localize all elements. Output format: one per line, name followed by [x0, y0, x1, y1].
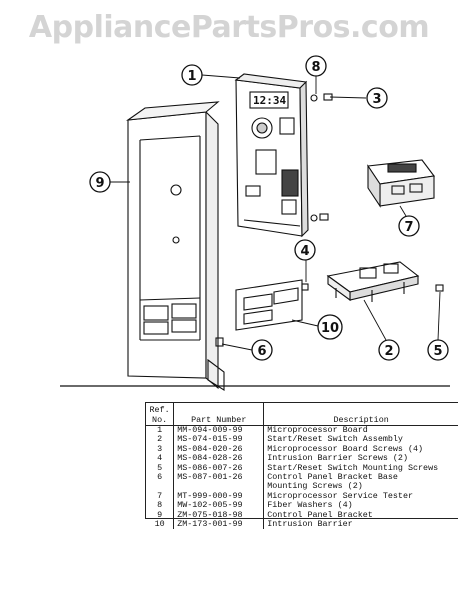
- microprocessor-board: [234, 73, 309, 238]
- callout-5: 5: [427, 339, 449, 361]
- callout-10: 10: [317, 314, 343, 340]
- svg-text:6: 6: [257, 344, 266, 359]
- part-number-header: Part Number: [173, 403, 265, 426]
- board-display-text: 12:34: [253, 94, 286, 107]
- description-header: Description: [263, 403, 458, 426]
- control-panel-bracket: [125, 101, 225, 391]
- svg-text:4: 4: [300, 244, 309, 259]
- start-reset-switch-assembly: [326, 261, 420, 302]
- svg-text:8: 8: [311, 60, 320, 75]
- svg-text:10: 10: [321, 321, 339, 336]
- callout-3: 3: [366, 87, 388, 109]
- callout-9: 9: [89, 171, 111, 193]
- svg-text:7: 7: [404, 220, 413, 235]
- service-tester: [367, 159, 435, 208]
- callout-leaders: [110, 74, 441, 351]
- intrusion-barrier: [235, 279, 303, 331]
- callout-8: 8: [305, 55, 327, 77]
- callout-6: 6: [251, 339, 273, 361]
- parts-table-header: Ref.No. Part Number Description: [146, 403, 458, 426]
- table-row: Mounting Screws (2): [146, 482, 458, 492]
- callout-1: 1: [181, 64, 203, 86]
- watermark-logo: AppliancePartsPros.com: [28, 10, 430, 45]
- callout-4: 4: [294, 239, 316, 261]
- svg-text:1: 1: [187, 69, 196, 84]
- svg-text:5: 5: [433, 344, 442, 359]
- ref-header: Ref.No.: [146, 403, 175, 426]
- svg-text:2: 2: [384, 344, 393, 359]
- svg-text:9: 9: [95, 176, 104, 191]
- svg-text:3: 3: [372, 92, 381, 107]
- callout-7: 7: [398, 215, 420, 237]
- callout-2: 2: [378, 339, 400, 361]
